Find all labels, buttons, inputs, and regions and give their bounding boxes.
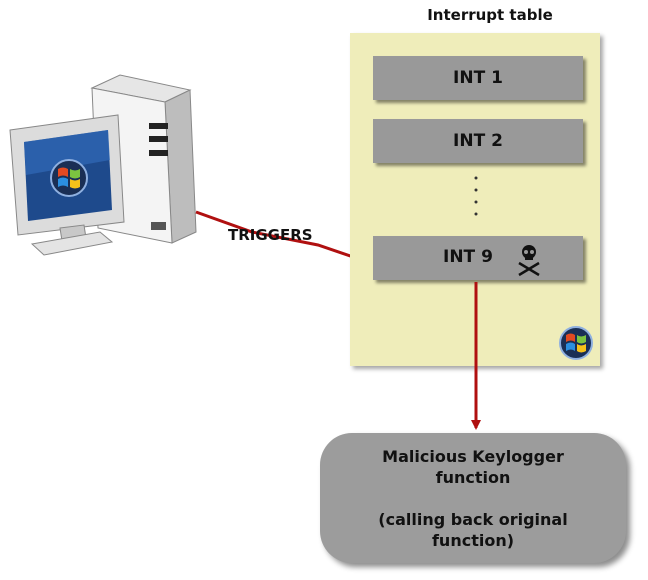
malicious-line-3: (calling back original bbox=[378, 509, 568, 529]
int-1-label: INT 1 bbox=[453, 68, 503, 88]
int-9-entry: INT 9 bbox=[373, 236, 583, 280]
malicious-line-2: function bbox=[435, 467, 511, 487]
malicious-line-4: function) bbox=[431, 530, 515, 550]
int-9-label: INT 9 bbox=[443, 247, 493, 267]
triggers-label: TRIGGERS bbox=[228, 226, 313, 244]
trigger-arrow bbox=[195, 210, 370, 265]
interrupt-table-title: Interrupt table bbox=[427, 6, 553, 24]
int-1-entry: INT 1 bbox=[373, 56, 583, 100]
skull-crossbones-icon bbox=[518, 245, 540, 277]
windows-logo-icon bbox=[559, 326, 593, 360]
int-2-entry: INT 2 bbox=[373, 119, 583, 163]
malicious-line-1: Malicious Keylogger bbox=[382, 446, 564, 466]
computer-icon bbox=[9, 74, 197, 256]
malicious-keylogger-box: Malicious Keylogger function (calling ba… bbox=[320, 433, 626, 563]
int-2-label: INT 2 bbox=[453, 131, 503, 151]
windows-logo-icon bbox=[50, 159, 88, 197]
